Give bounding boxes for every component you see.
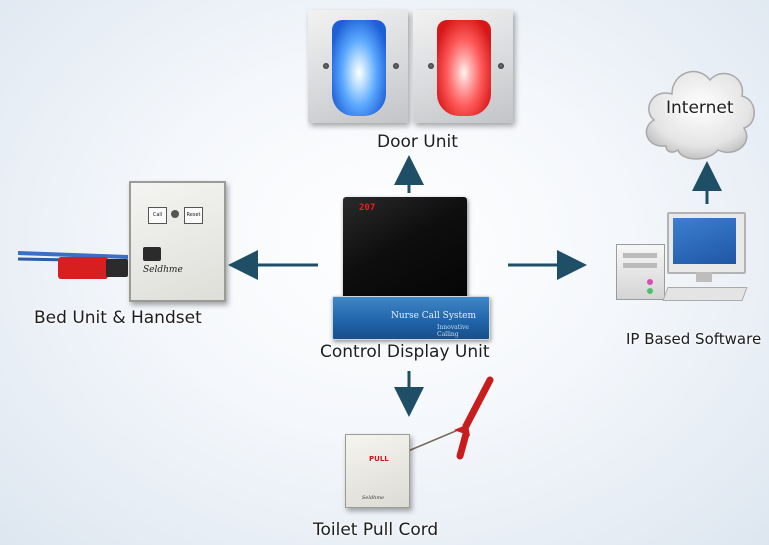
bed-unit-call-button: Call xyxy=(148,207,167,224)
control-display-screen: 207 xyxy=(343,197,467,303)
control-display-label: Control Display Unit xyxy=(320,342,490,362)
bed-unit-label: Bed Unit & Handset xyxy=(34,308,202,328)
ip-software-label: IP Based Software xyxy=(626,330,762,348)
bed-unit-brand: Seldhme xyxy=(143,265,183,275)
pull-plate-brand: Seldhme xyxy=(362,495,385,501)
pc-keyboard-image xyxy=(662,287,748,301)
door-unit-label: Door Unit xyxy=(377,132,458,152)
bed-unit-image: Call Reset Seldhme xyxy=(129,181,226,302)
bed-unit-reset-button: Reset xyxy=(184,207,203,224)
internet-label: Internet xyxy=(666,98,734,118)
internet-cloud-icon xyxy=(645,70,755,160)
pc-monitor-image xyxy=(667,212,746,274)
pc-tower-image xyxy=(616,244,665,300)
door-unit-red-image xyxy=(413,10,513,123)
door-unit-blue-image xyxy=(308,10,408,123)
nurse-call-text: Nurse Call System xyxy=(391,311,476,321)
control-display-base: Nurse Call System Innovative Calling xyxy=(332,296,490,340)
pull-text: PULL xyxy=(369,455,389,463)
toilet-pull-label: Toilet Pull Cord xyxy=(313,520,439,540)
tagline-text: Innovative Calling xyxy=(437,324,469,338)
toilet-pull-plate-image: PULL Seldhme xyxy=(345,434,410,508)
pc-stand xyxy=(696,272,712,282)
display-number: 207 xyxy=(359,203,376,213)
